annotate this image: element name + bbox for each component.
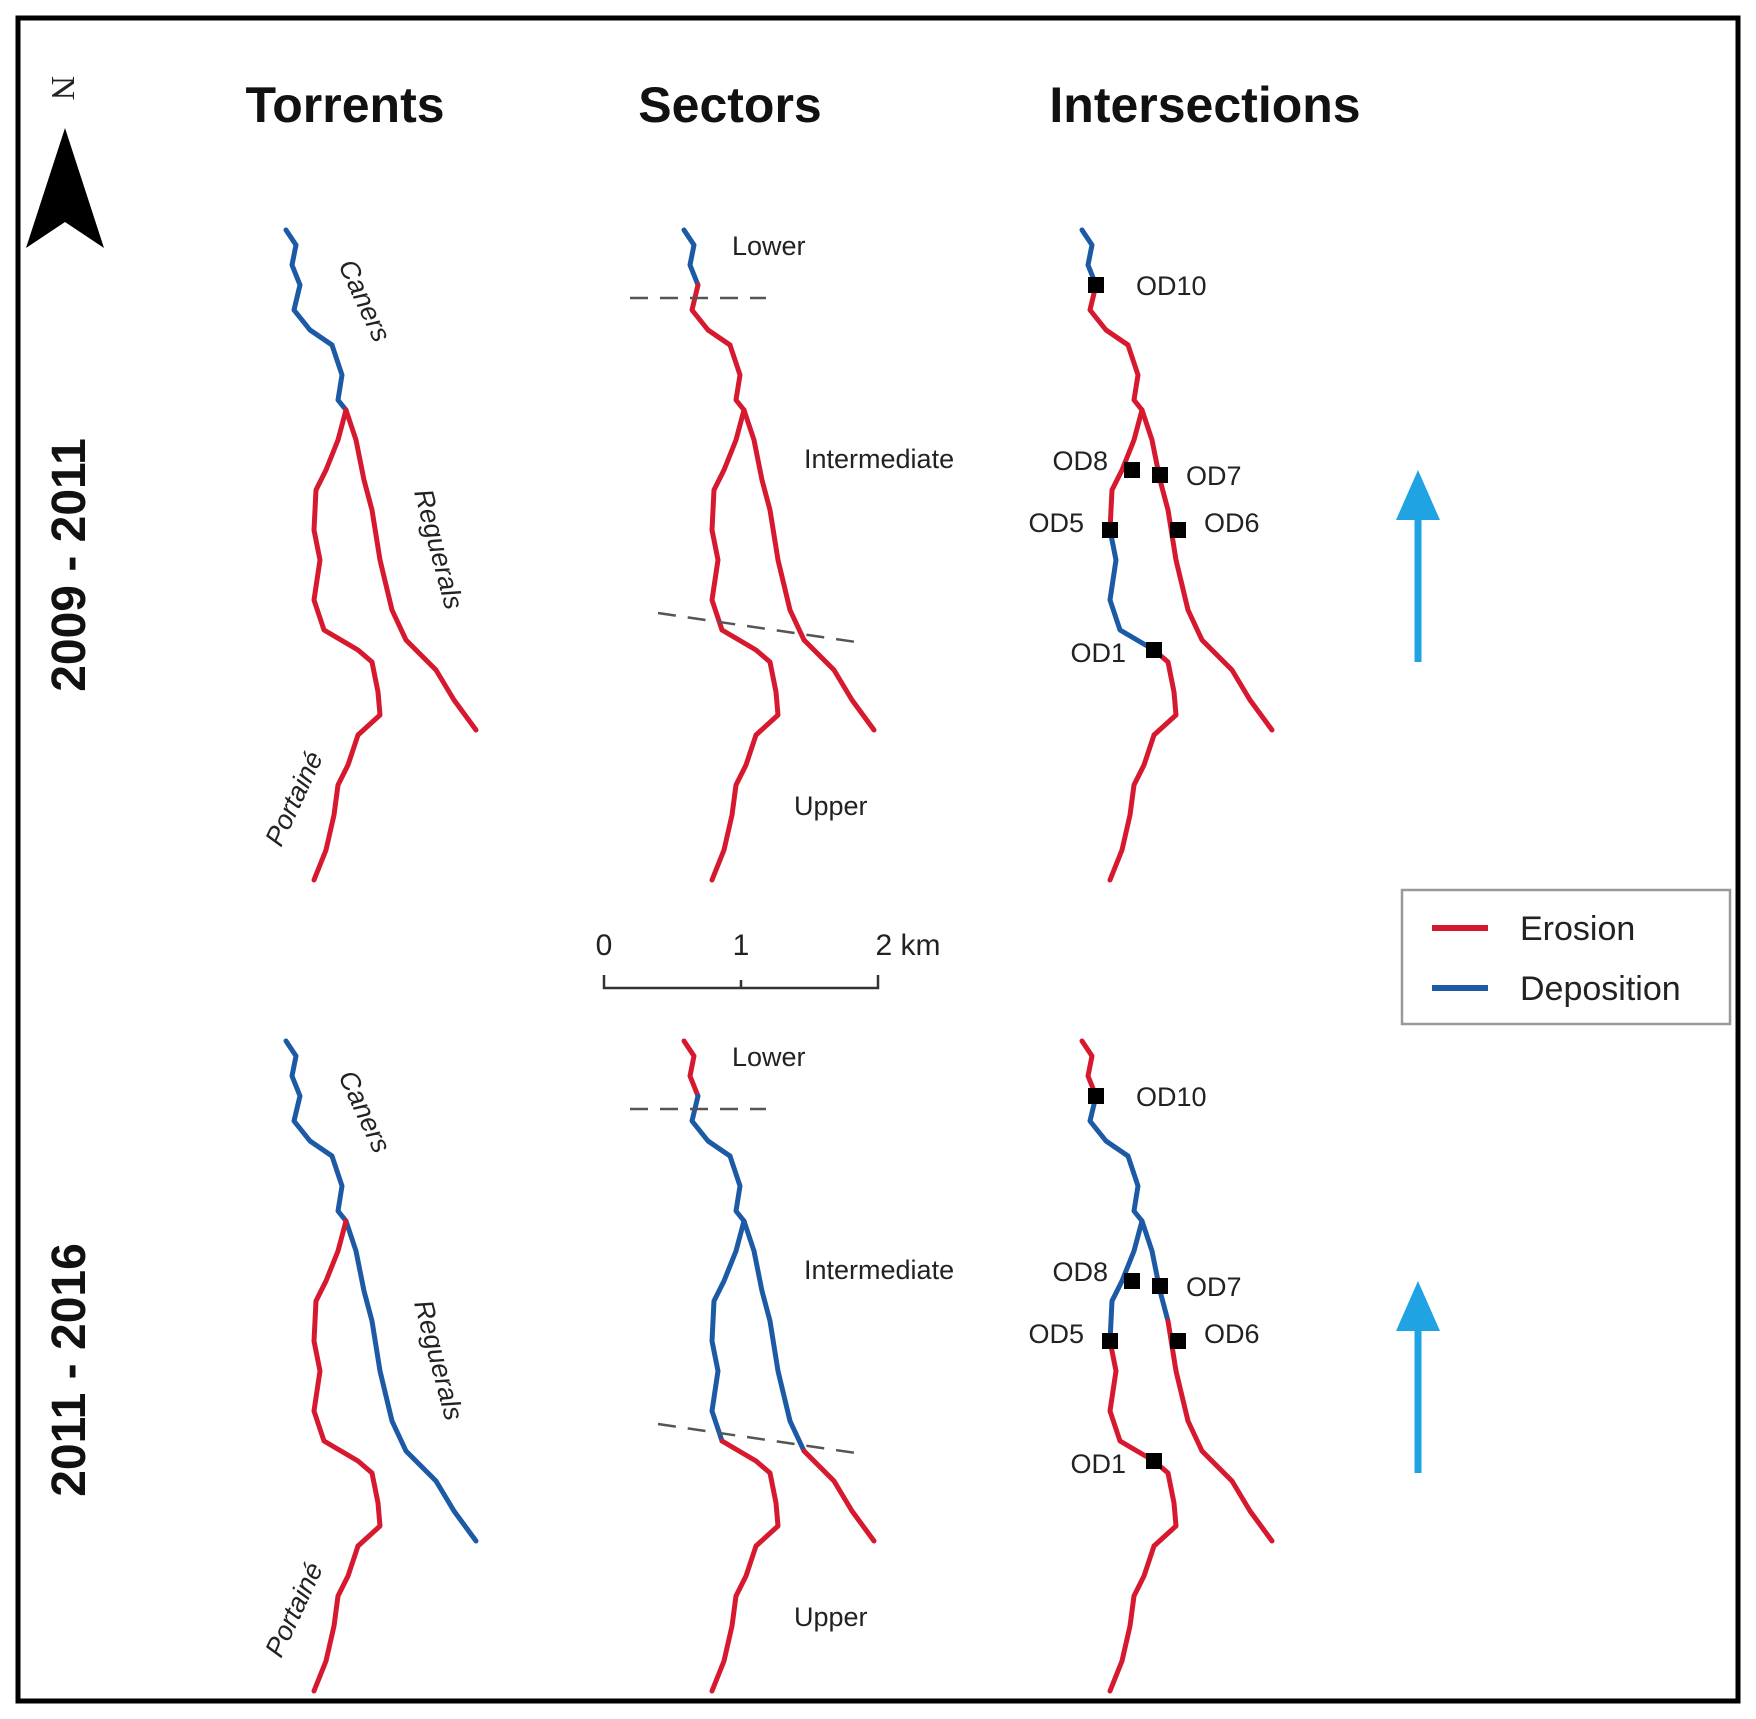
inter-river-lower-2 [1079, 1038, 1099, 1099]
river-label-reguerals-2: Reguerals [408, 1297, 469, 1424]
intersection-marker-od5-1 [1102, 522, 1118, 538]
sector-label-upper-1: Upper [794, 791, 868, 821]
intersection-marker-od10-1 [1088, 277, 1104, 293]
intersection-label-od10-2: OD10 [1136, 1082, 1207, 1112]
sector-divider-upper-1 [657, 611, 857, 644]
river-portaina-upper-2 [311, 1218, 383, 1549]
intersection-marker-od7-2 [1152, 1278, 1168, 1294]
river-label-portaina-1: Portainé [259, 747, 329, 851]
intersection-marker-od10-2 [1088, 1088, 1104, 1104]
sector-river-portaina-up-1 [719, 627, 781, 738]
flow-arrow-icon-1 [1396, 470, 1440, 520]
scale-bar: 0 1 2 km [596, 929, 941, 990]
intersection-marker-od6-1 [1170, 522, 1186, 538]
scale-bar-line [602, 975, 880, 990]
intersection-label-od7-1: OD7 [1186, 461, 1242, 491]
inter-river-od5-od1-1 [1107, 527, 1157, 653]
inter-river-portaina-c-2 [1107, 1543, 1157, 1694]
intersection-label-od6-2: OD6 [1204, 1319, 1260, 1349]
sector-river-lower-1 [681, 227, 701, 288]
sector-river-reguerals-mid-2 [741, 1218, 807, 1454]
river-label-reguerals-1: Reguerals [408, 486, 469, 613]
intersection-marker-od8-2 [1124, 1273, 1140, 1289]
legend-label-deposition: Deposition [1520, 970, 1681, 1008]
legend-label-erosion: Erosion [1520, 910, 1635, 948]
inter-river-caners-2 [1087, 1093, 1145, 1224]
north-arrow-icon [26, 128, 104, 248]
north-arrow: N [26, 76, 104, 248]
sector-river-portaina-low-1 [709, 732, 759, 883]
intersection-label-od8-1: OD8 [1052, 446, 1108, 476]
river-label-caners-2: Caners [333, 1066, 397, 1158]
river-reguerals-2 [343, 1218, 479, 1544]
sector-river-portaina-mid-1 [709, 407, 747, 633]
river-label-caners-1: Caners [333, 255, 397, 347]
inter-river-lower-1 [1079, 227, 1099, 288]
intersection-label-od1-2: OD1 [1070, 1449, 1126, 1479]
sector-river-portaina-mid-2 [709, 1218, 747, 1444]
sector-label-lower-2: Lower [732, 1042, 806, 1072]
legend: Erosion Deposition [1400, 888, 1732, 1026]
inter-river-od5-od1-2 [1107, 1338, 1157, 1464]
river-caners-2 [283, 1038, 349, 1224]
intersection-marker-od6-2 [1170, 1333, 1186, 1349]
period-label-2011-2016: 2011 - 2016 [43, 1243, 96, 1497]
scale-tick-2: 2 km [875, 929, 940, 962]
intersection-label-od10-1: OD10 [1136, 271, 1207, 301]
river-label-portaina-2: Portainé [259, 1558, 329, 1662]
scale-tick-0: 0 [596, 929, 613, 962]
intersection-marker-od1-1 [1146, 642, 1162, 658]
river-portaina-upper-1 [311, 407, 383, 738]
column-title-torrents: Torrents [245, 77, 444, 133]
inter-river-reguerals-a-1 [1139, 407, 1171, 513]
sector-label-upper-2: Upper [794, 1602, 868, 1632]
intersection-label-od1-1: OD1 [1070, 638, 1126, 668]
inter-river-portaina-b-2 [1151, 1458, 1179, 1549]
sector-label-intermediate-2: Intermediate [804, 1255, 954, 1285]
intersection-label-od5-2: OD5 [1028, 1319, 1084, 1349]
flow-arrow-icon-2 [1396, 1281, 1440, 1331]
river-portaina-lower-1 [311, 732, 361, 883]
intersection-label-od6-1: OD6 [1204, 508, 1260, 538]
period-label-2009-2011: 2009 - 2011 [43, 438, 96, 692]
inter-river-portaina-a-2 [1107, 1218, 1145, 1344]
inter-river-portaina-b-1 [1151, 647, 1179, 738]
sector-river-reguerals-mid-1 [741, 407, 807, 643]
sector-label-intermediate-1: Intermediate [804, 444, 954, 474]
sector-river-caners-1 [689, 282, 747, 413]
inter-river-reguerals-b-1 [1165, 507, 1275, 733]
north-letter: N [44, 76, 81, 101]
inter-river-portaina-a-1 [1107, 407, 1145, 533]
intersection-label-od5-1: OD5 [1028, 508, 1084, 538]
river-portaina-lower-2 [311, 1543, 361, 1694]
intersection-label-od7-2: OD7 [1186, 1272, 1242, 1302]
sector-river-reguerals-up-1 [801, 637, 877, 733]
figure-frame [15, 15, 1741, 1704]
sector-river-portaina-low-2 [709, 1543, 759, 1694]
sector-label-lower-1: Lower [732, 231, 806, 261]
column-title-sectors: Sectors [638, 77, 821, 133]
intersection-marker-od5-2 [1102, 1333, 1118, 1349]
sector-river-lower-2 [681, 1038, 701, 1099]
inter-river-reguerals-a-2 [1139, 1218, 1171, 1324]
sector-river-caners-2 [689, 1093, 747, 1224]
intersection-marker-od7-1 [1152, 467, 1168, 483]
inter-river-caners-1 [1087, 282, 1145, 413]
river-reguerals-1 [343, 407, 479, 733]
inter-river-portaina-c-1 [1107, 732, 1157, 883]
river-caners-1 [283, 227, 349, 413]
intersection-marker-od8-1 [1124, 462, 1140, 478]
sector-river-reguerals-up-2 [801, 1448, 877, 1544]
intersection-label-od8-2: OD8 [1052, 1257, 1108, 1287]
intersection-marker-od1-2 [1146, 1453, 1162, 1469]
scale-tick-1: 1 [733, 929, 750, 962]
legend-box [1400, 888, 1732, 1026]
inter-river-reguerals-b-2 [1165, 1318, 1275, 1544]
sector-river-portaina-up-2 [719, 1438, 781, 1549]
sector-divider-upper-2 [657, 1422, 857, 1455]
column-title-intersections: Intersections [1049, 77, 1360, 133]
map-panels: CanersRegueralsPortainéLowerIntermediate… [259, 227, 1440, 1694]
